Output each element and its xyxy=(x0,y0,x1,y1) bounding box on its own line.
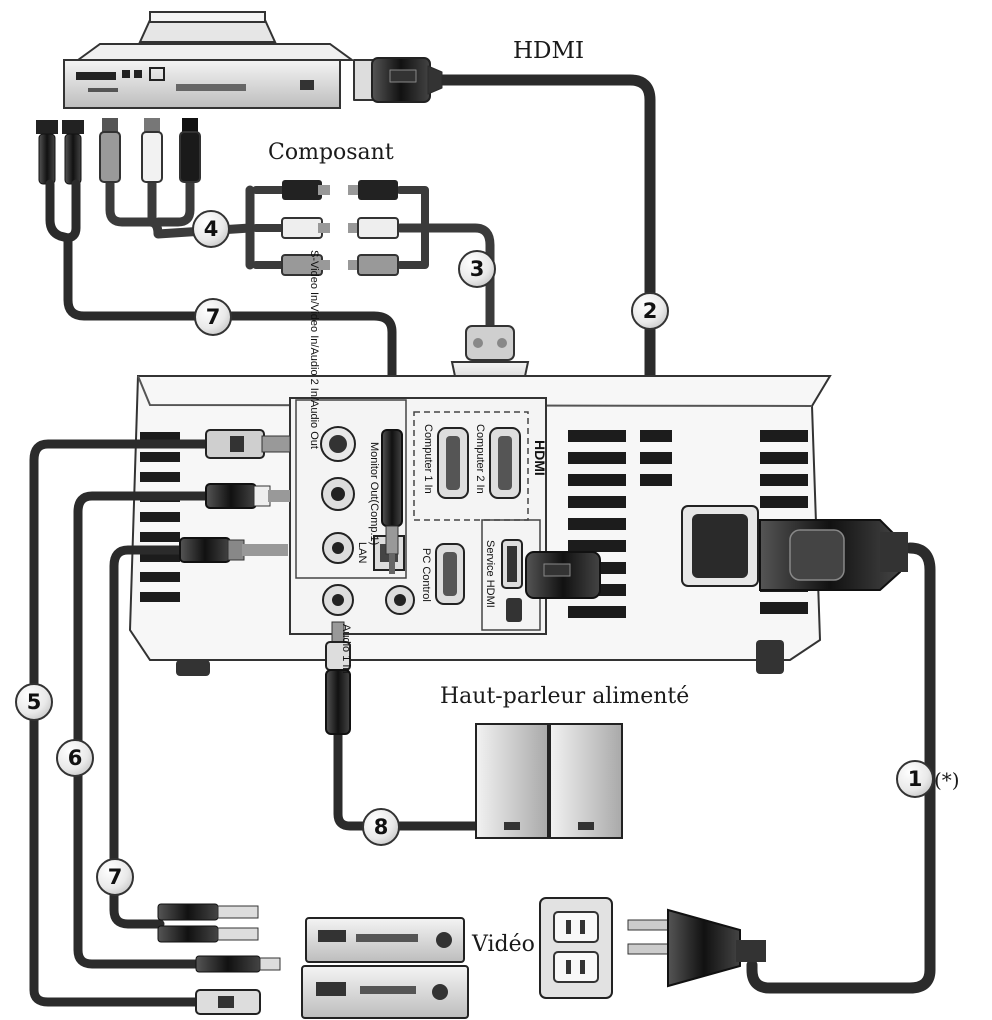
callout-7-bottom: 7 xyxy=(96,858,134,896)
cable-component xyxy=(105,175,495,335)
power-plug-projector xyxy=(759,519,908,591)
port-label-top-strip: S-Video In/Video In/Audio 2 In/Audio Out xyxy=(308,250,320,449)
rca-connectors-dvd xyxy=(36,118,399,276)
callout-1: 1 xyxy=(896,760,934,798)
cable-video xyxy=(73,491,217,969)
callout-8: 8 xyxy=(362,808,400,846)
video-label: Vidéo xyxy=(472,932,535,957)
audio-out-plug xyxy=(381,429,403,574)
hdmi-logo: HDMI xyxy=(532,440,548,476)
callout-2: 2 xyxy=(631,292,669,330)
projector-icon xyxy=(128,375,832,676)
audio-in-plug xyxy=(325,621,351,735)
port-label-audio1: Audio 1 In xyxy=(340,624,352,674)
port-label-computer1: Computer 1 In xyxy=(422,424,434,494)
cable-svideo xyxy=(29,439,217,1007)
left-plugs-projector xyxy=(179,429,291,563)
hdmi-label: HDMI xyxy=(513,38,585,64)
port-label-computer2: Computer 2 In xyxy=(474,424,486,494)
power-plug-icon xyxy=(627,908,766,988)
rca-connectors-vcr xyxy=(157,903,281,1015)
callout-6: 6 xyxy=(56,739,94,777)
cable-audio-in xyxy=(109,545,191,929)
speaker-label: Haut-parleur alimenté xyxy=(440,684,690,709)
vcr-icon xyxy=(301,917,469,1019)
cable-audio-out xyxy=(45,179,397,435)
asterisk-note: (*) xyxy=(934,768,960,792)
callout-5: 5 xyxy=(15,683,53,721)
cable-power xyxy=(746,542,936,994)
dvd-player-icon xyxy=(63,11,356,109)
callout-3: 3 xyxy=(458,250,496,288)
port-label-lan: LAN xyxy=(356,542,368,564)
hdmi-plug-projector xyxy=(525,551,601,599)
composant-label: Composant xyxy=(268,140,394,165)
cable-speaker xyxy=(333,725,481,831)
speaker-icon xyxy=(475,723,623,839)
callout-7-top: 7 xyxy=(194,298,232,336)
port-label-pc-control: PC Control xyxy=(420,548,432,602)
power-outlet-icon xyxy=(539,897,613,999)
port-label-service-hdmi: Service HDMI xyxy=(484,540,496,608)
callout-4: 4 xyxy=(192,210,230,248)
port-label-monitor-out: Monitor Out(Comp.1) xyxy=(368,442,380,546)
